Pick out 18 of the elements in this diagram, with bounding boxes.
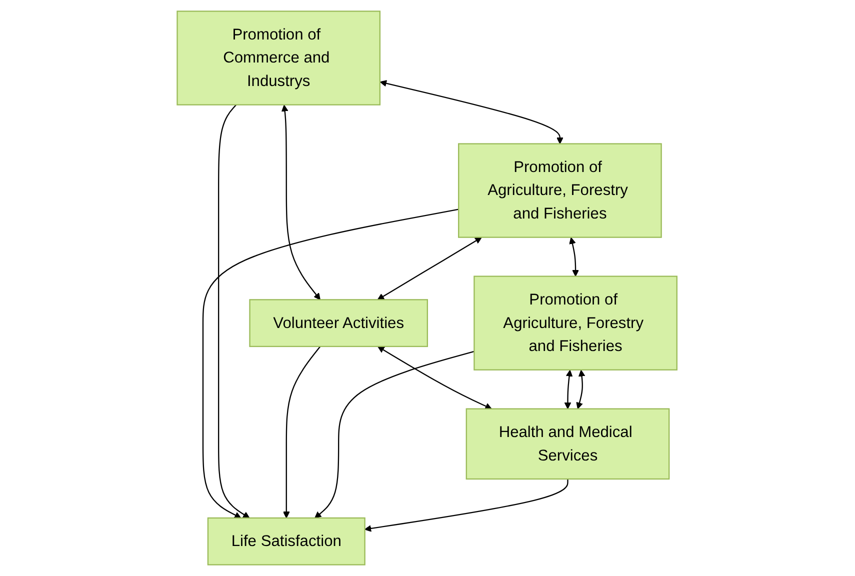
node-box: Life Satisfaction [208, 517, 366, 566]
arrow [202, 208, 460, 518]
arrow [378, 237, 482, 300]
arrow [218, 104, 250, 518]
arrow [380, 80, 564, 144]
arrow [570, 237, 580, 277]
node-box: Volunteer Activities [250, 299, 428, 348]
node-box: Health and Medical Services [466, 408, 670, 480]
arrow [378, 346, 492, 410]
arrow [576, 370, 586, 410]
node-box: Promotion of Agriculture, Forestry and Fisheries [458, 143, 662, 238]
arrow [283, 346, 322, 518]
arrow [282, 104, 321, 300]
node-box: Promotion of Agriculture, Forestry and Fisheries [474, 276, 678, 370]
arrow [564, 370, 574, 410]
arrow [364, 479, 569, 532]
node-box: Promotion of Commerce and Industrys [177, 10, 381, 106]
arrow [314, 350, 475, 518]
